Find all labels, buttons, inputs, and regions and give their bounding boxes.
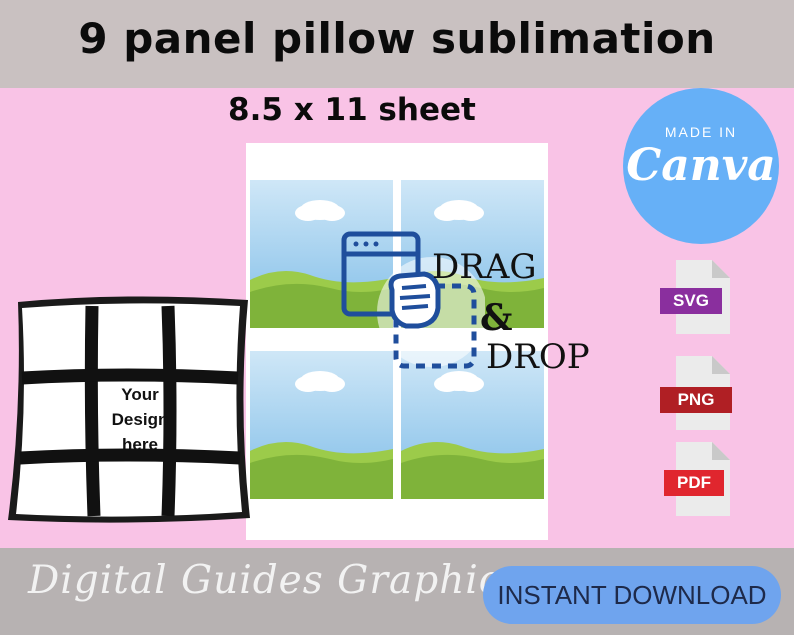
- ampersand-text: &: [480, 297, 513, 339]
- made-in-text: MADE IN: [664, 124, 738, 140]
- brand-name: Digital Guides Graphic: [28, 558, 502, 603]
- pillow-mockup-image: [0, 290, 252, 534]
- pillow-design-label: Your Design here: [100, 382, 180, 457]
- pillow-label-line: Your: [121, 385, 159, 404]
- landscape-panel-image: [250, 351, 393, 499]
- pillow-label-line: here: [122, 435, 158, 454]
- made-in-canva-badge: MADE IN Canva: [623, 88, 779, 244]
- landscape-panel-image: [401, 351, 544, 499]
- png-format-label: PNG: [660, 387, 732, 413]
- drop-text: DROP: [486, 337, 590, 377]
- drag-text: DRAG: [432, 247, 537, 287]
- page-title: 9 panel pillow sublimation: [78, 14, 716, 63]
- drag-drop-icon: [340, 230, 487, 379]
- page-subtitle: 8.5 x 11 sheet: [228, 92, 476, 128]
- canva-logo-text: Canva: [626, 140, 776, 191]
- pillow-label-line: Design: [111, 410, 169, 429]
- svg-format-label: SVG: [660, 288, 722, 314]
- header-band: [0, 0, 794, 88]
- pdf-format-label: PDF: [664, 470, 724, 496]
- instant-download-button[interactable]: INSTANT DOWNLOAD: [483, 566, 781, 624]
